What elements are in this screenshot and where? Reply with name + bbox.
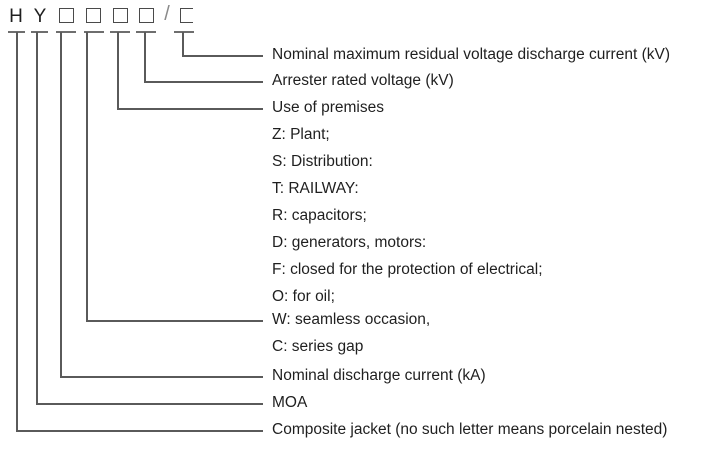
leader-horizontal-rated-voltage bbox=[144, 81, 263, 83]
leader-vertical-rated-voltage bbox=[144, 32, 146, 82]
code-underline-nominal-discharge-current bbox=[56, 31, 76, 33]
code-slot-use-of-premises bbox=[83, 6, 103, 28]
premises-option-r: R: capacitors; bbox=[272, 207, 367, 224]
square-box-icon bbox=[138, 8, 154, 24]
leader-vertical-residual-voltage bbox=[182, 32, 184, 56]
premises-option-o: O: for oil; bbox=[272, 288, 335, 305]
code-underline-arrester-rated-voltage bbox=[136, 31, 156, 33]
leader-horizontal-seamless-occasion bbox=[86, 320, 263, 322]
leader-vertical-seamless-occasion bbox=[86, 32, 88, 321]
square-box-icon bbox=[58, 8, 74, 24]
code-slot-separator: / bbox=[164, 3, 170, 25]
code-slot-moa: Y bbox=[33, 6, 47, 27]
callout-label-residual-voltage: Nominal maximum residual voltage dischar… bbox=[272, 46, 670, 63]
leader-vertical-use-of-premises bbox=[117, 32, 119, 109]
leader-horizontal-use-of-premises bbox=[117, 108, 263, 110]
leader-vertical-composite-jacket bbox=[16, 32, 18, 431]
leader-vertical-moa bbox=[36, 32, 38, 404]
leader-horizontal-residual-voltage bbox=[182, 55, 263, 57]
leader-horizontal-composite-jacket bbox=[16, 430, 263, 432]
square-box-icon bbox=[85, 8, 101, 24]
callout-label-seamless-occasion: W: seamless occasion, bbox=[272, 311, 431, 328]
leader-horizontal-moa bbox=[36, 403, 263, 405]
callout-label-moa: MOA bbox=[272, 394, 308, 411]
code-slot-premises-extra bbox=[110, 6, 130, 28]
premises-option-f: F: closed for the protection of electric… bbox=[272, 261, 543, 278]
premises-option-s: S: Distribution: bbox=[272, 153, 373, 170]
callout-label-composite-jacket: Composite jacket (no such letter means p… bbox=[272, 421, 668, 438]
code-slot-composite-jacket: H bbox=[9, 6, 23, 27]
code-underline-moa bbox=[31, 31, 48, 33]
open-box-icon bbox=[179, 8, 193, 24]
square-box-icon bbox=[112, 8, 128, 24]
code-underline-use-of-premises bbox=[84, 31, 104, 33]
callout-label-discharge-current: Nominal discharge current (kA) bbox=[272, 367, 486, 384]
premises-option-d: D: generators, motors: bbox=[272, 234, 427, 251]
code-slot-nominal-discharge-current bbox=[56, 6, 76, 28]
premises-option-c: C: series gap bbox=[272, 338, 364, 355]
code-underline-residual-voltage bbox=[174, 31, 194, 33]
premises-option-t: T: RAILWAY: bbox=[272, 180, 359, 197]
model-code-row: H Y / bbox=[0, 0, 260, 40]
code-slot-arrester-rated-voltage bbox=[136, 6, 156, 28]
callout-label-rated-voltage: Arrester rated voltage (kV) bbox=[272, 72, 454, 89]
leader-horizontal-discharge-current bbox=[60, 376, 263, 378]
code-underline-premises-extra bbox=[110, 31, 130, 33]
code-slot-residual-voltage bbox=[176, 6, 196, 28]
premises-option-z: Z: Plant; bbox=[272, 126, 330, 143]
leader-vertical-discharge-current bbox=[60, 32, 62, 377]
callout-label-use-of-premises: Use of premises bbox=[272, 99, 384, 116]
